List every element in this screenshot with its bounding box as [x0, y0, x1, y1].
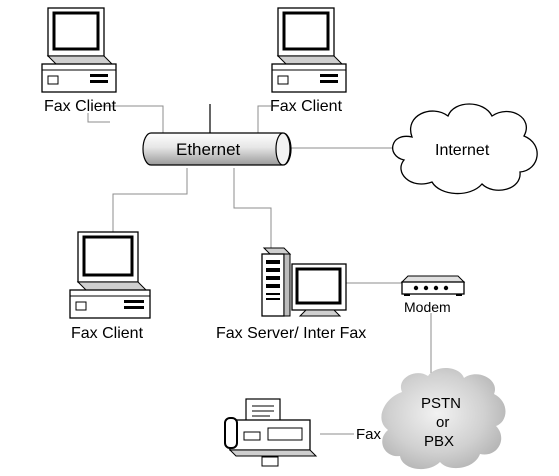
pstn-cloud: PSTN or PBX: [381, 367, 506, 470]
fax-client-bottom-label: Fax Client: [71, 325, 144, 342]
monitor-icon: [291, 263, 347, 317]
pstn-label-line1: PSTN: [421, 395, 461, 412]
ethernet-pipe-end: [275, 132, 291, 166]
server-tower-icon: [261, 247, 292, 317]
fax-client-top-left: [41, 7, 117, 93]
modem-icon: [400, 275, 466, 296]
fax-machine-icon: [224, 398, 318, 467]
internet-cloud-shape: [392, 103, 538, 195]
modem: [400, 275, 466, 296]
computer-icon: [271, 7, 347, 93]
internet-label: Internet: [435, 142, 490, 159]
fax-client-bottom: [69, 231, 151, 319]
pstn-label-line3: PBX: [424, 433, 454, 450]
modem-label: Modem: [404, 299, 451, 315]
fax-client-top-right-label: Fax Client: [270, 98, 343, 115]
link-ethernet-server: [233, 168, 272, 248]
link-ethernet-client-bottom: [112, 168, 188, 232]
client-tl-cable: [87, 113, 110, 123]
fax-client-top-left-label: Fax Client: [44, 98, 117, 115]
internet-cloud: Internet: [392, 103, 538, 195]
fax-server-label: Fax Server/ Inter Fax: [216, 325, 366, 342]
ethernet-backbone: Ethernet: [142, 104, 292, 166]
computer-icon: [41, 7, 117, 93]
pstn-cloud-shape: [381, 367, 506, 470]
ethernet-label: Ethernet: [176, 140, 241, 159]
fax-client-top-right: [271, 7, 347, 93]
computer-icon: [69, 231, 151, 319]
fax-server: [261, 247, 347, 317]
fax-machine: [224, 398, 318, 467]
fax-machine-label: Fax: [356, 426, 382, 443]
pstn-label-line2: or: [436, 414, 449, 431]
